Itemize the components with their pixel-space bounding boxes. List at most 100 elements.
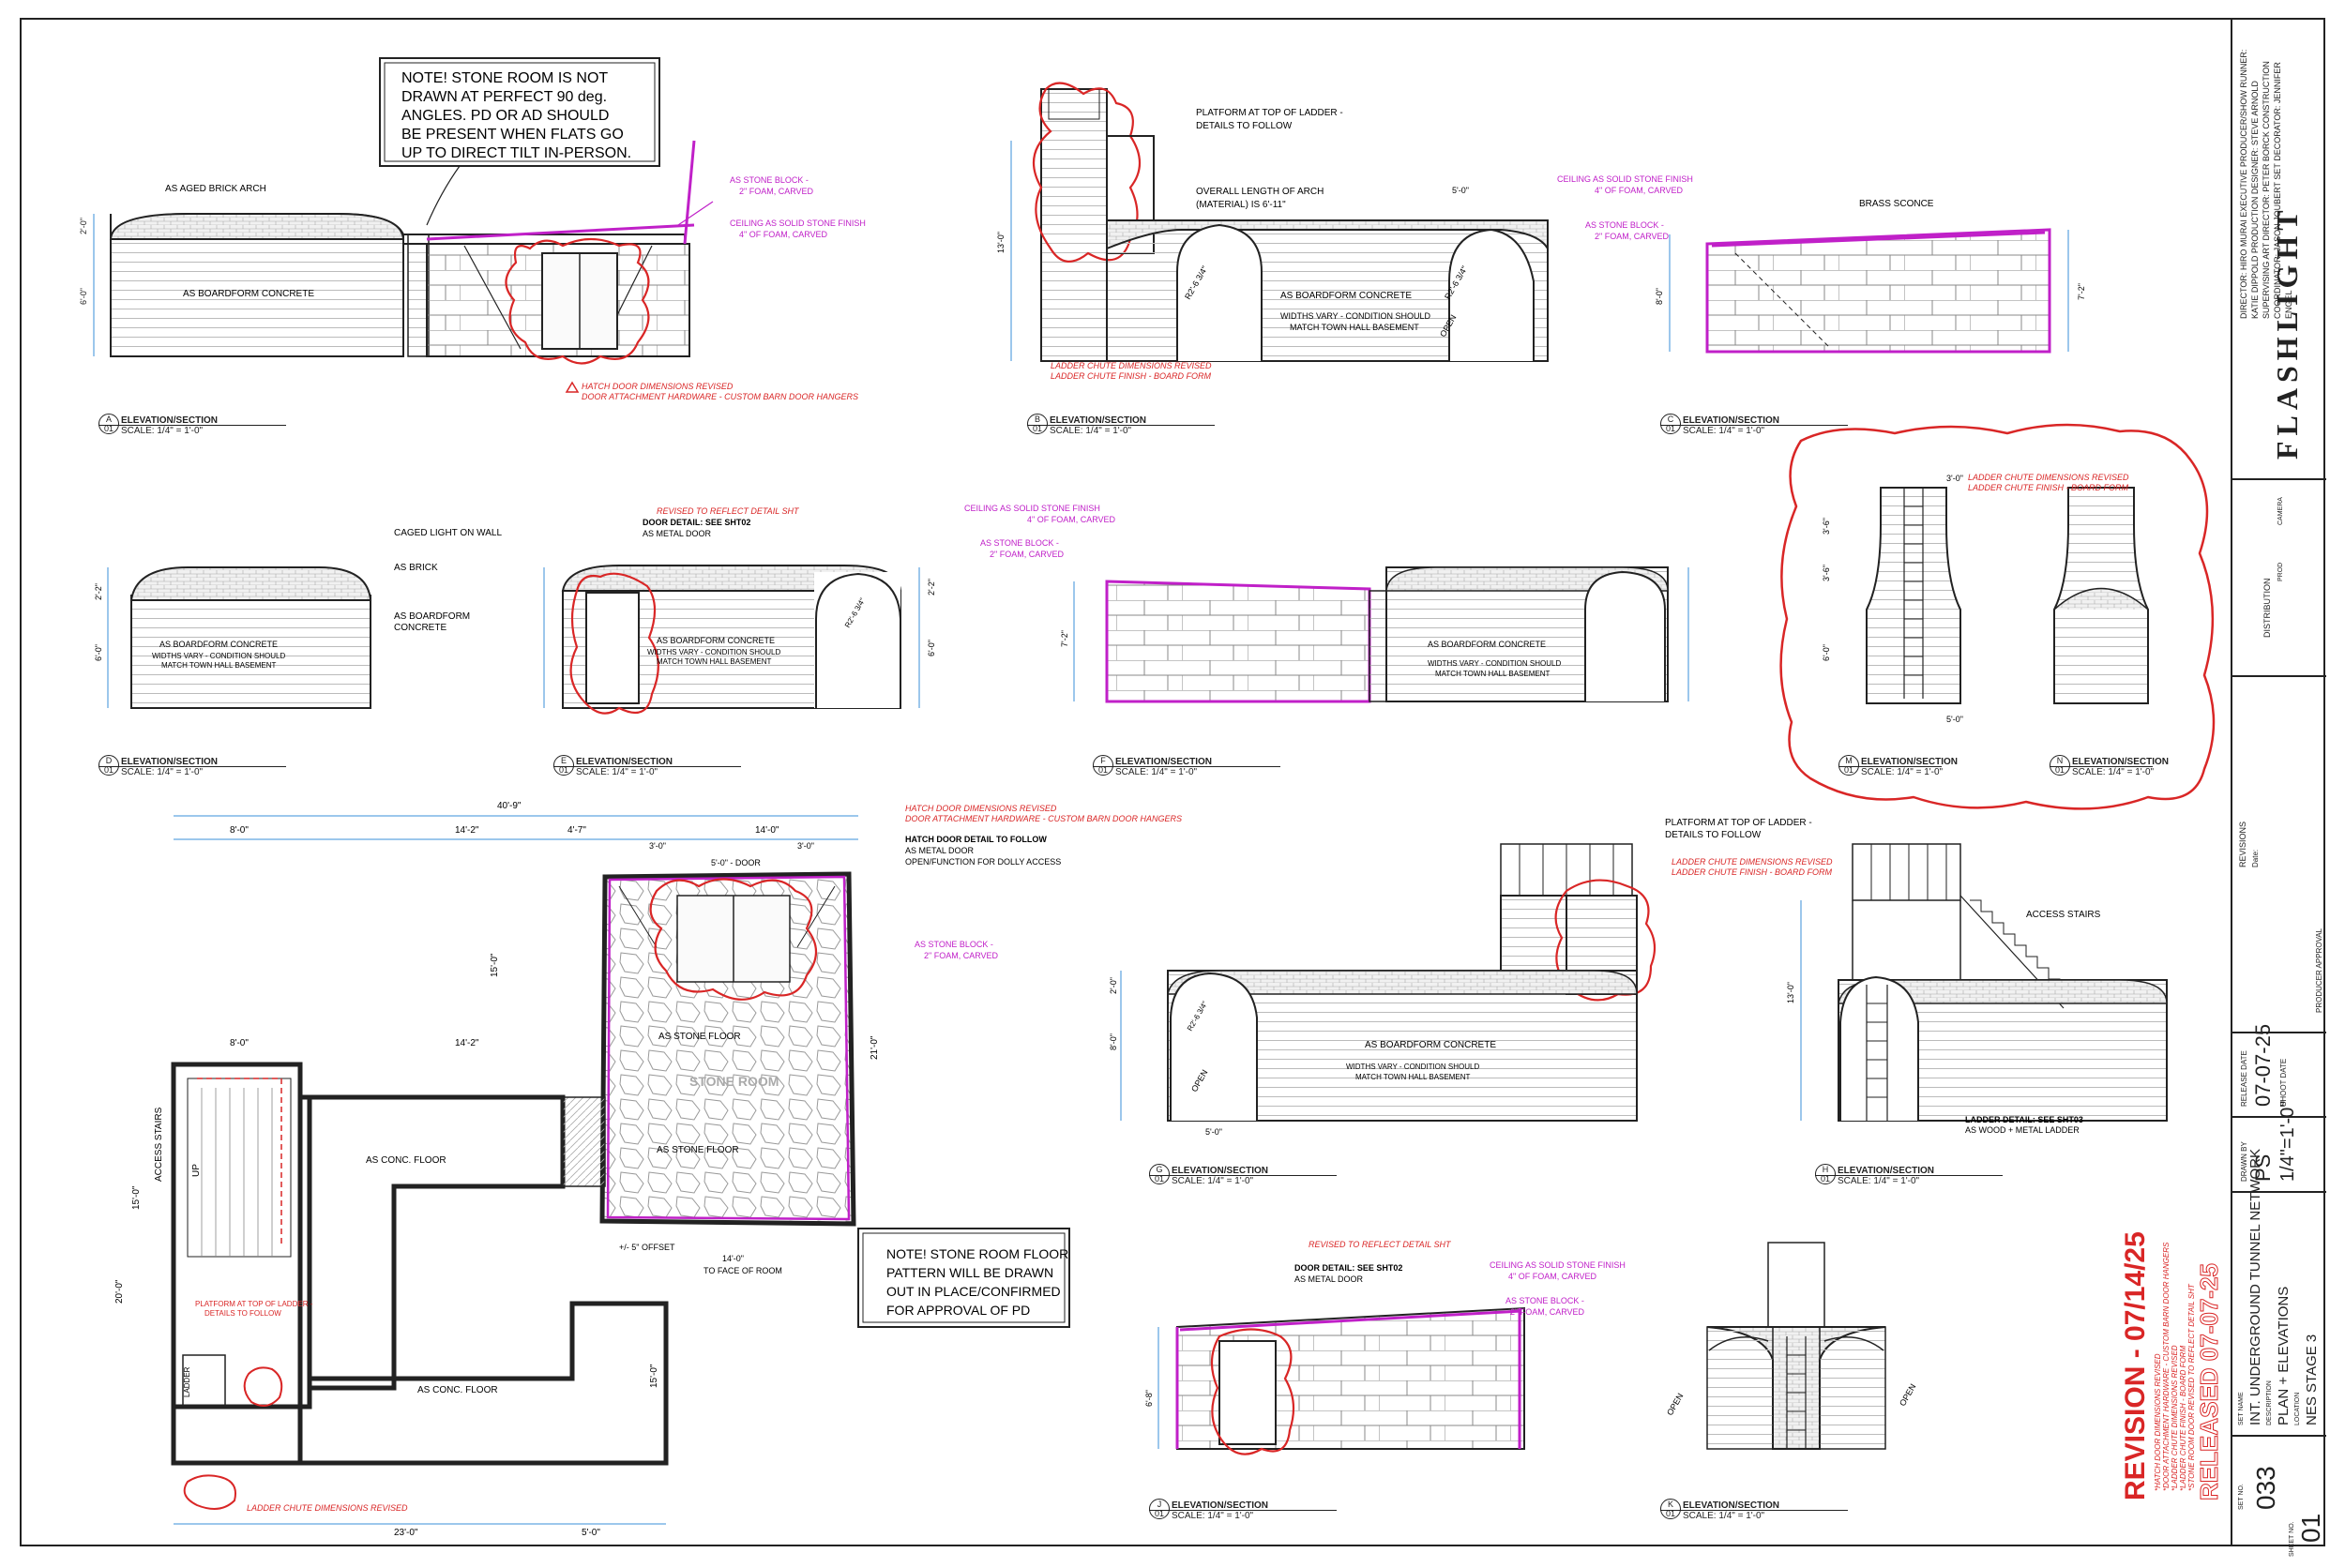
svg-text:23'-0": 23'-0" — [394, 1528, 418, 1538]
svg-text:4'-7": 4'-7" — [567, 825, 586, 836]
svg-text:AS STONE FLOOR: AS STONE FLOOR — [657, 1145, 739, 1155]
svg-text:PLATFORM AT TOP OF LADDER -: PLATFORM AT TOP OF LADDER - — [1196, 108, 1343, 118]
view-scale: SCALE: 1/4" = 1'-0" — [121, 767, 204, 777]
svg-text:13'-0": 13'-0" — [1786, 982, 1795, 1003]
view-scale: SCALE: 1/4" = 1'-0" — [2072, 767, 2155, 777]
view-title: ELEVATION/SECTION — [1050, 415, 1146, 426]
distribution-label: DISTRIBUTION — [2262, 578, 2272, 638]
elevation-a: 2'-0" 6'-0" AS AGED BRICK ARCH AS BOARDF… — [79, 140, 866, 401]
svg-text:STONE ROOM: STONE ROOM — [689, 1074, 779, 1089]
svg-text:CONCRETE: CONCRETE — [394, 623, 446, 633]
svg-text:OPEN/FUNCTION FOR DOLLY ACCESS: OPEN/FUNCTION FOR DOLLY ACCESS — [905, 857, 1061, 867]
svg-text:AS STONE BLOCK -: AS STONE BLOCK - — [915, 940, 993, 949]
elevation-k: OPEN OPEN — [1665, 1242, 1917, 1450]
view-scale: SCALE: 1/4" = 1'-0" — [1050, 426, 1132, 436]
svg-text:UP TO DIRECT TILT IN-PERSON.: UP TO DIRECT TILT IN-PERSON. — [401, 145, 631, 161]
drawing-scale: 1/4"=1'-0" — [2277, 1100, 2298, 1182]
note-floor-pattern: NOTE! STONE ROOM FLOOR PATTERN WILL BE D… — [857, 1228, 1070, 1328]
svg-text:3'-6": 3'-6" — [1822, 518, 1831, 535]
set-number: 033 — [2251, 1466, 2280, 1510]
svg-text:MATCH TOWN HALL BASEMENT: MATCH TOWN HALL BASEMENT — [1355, 1073, 1471, 1081]
view-scale: SCALE: 1/4" = 1'-0" — [1861, 767, 1944, 777]
svg-text:DOOR DETAIL: SEE SHT02: DOOR DETAIL: SEE SHT02 — [643, 518, 750, 527]
shoot-date-label: SHOOT DATE — [2279, 1058, 2288, 1107]
set-no-label: SET NO. — [2238, 1484, 2245, 1510]
svg-text:3'-0": 3'-0" — [797, 841, 814, 851]
svg-text:20'-0": 20'-0" — [114, 1279, 125, 1304]
view-title: ELEVATION/SECTION — [1172, 1166, 1268, 1176]
svg-text:PATTERN WILL BE DRAWN: PATTERN WILL BE DRAWN — [886, 1265, 1053, 1280]
set-name: INT. UNDERGROUND TUNNEL NETWORK — [2247, 1148, 2263, 1425]
revision-line: *HATCH DOOR DIMENSIONS REVISED — [2154, 1353, 2162, 1491]
svg-text:TO FACE OF ROOM: TO FACE OF ROOM — [704, 1266, 782, 1275]
svg-text:AS BOARDFORM CONCRETE: AS BOARDFORM CONCRETE — [1365, 1040, 1496, 1050]
svg-text:14'-2": 14'-2" — [455, 1038, 479, 1048]
view-title: ELEVATION/SECTION — [1683, 1500, 1779, 1511]
svg-text:BRASS SCONCE: BRASS SCONCE — [1859, 199, 1934, 209]
svg-text:MATCH TOWN HALL BASEMENT: MATCH TOWN HALL BASEMENT — [1290, 323, 1419, 332]
svg-text:CEILING AS SOLID STONE FINISH: CEILING AS SOLID STONE FINISH — [964, 504, 1100, 513]
svg-text:14'-0": 14'-0" — [755, 825, 779, 836]
view-sheet: 01 — [2054, 765, 2065, 775]
svg-text:AS BOARDFORM CONCRETE: AS BOARDFORM CONCRETE — [1428, 640, 1546, 649]
svg-text:4" OF FOAM, CARVED: 4" OF FOAM, CARVED — [1508, 1272, 1597, 1281]
elevation-m-n: 3'-0" 5'-0" LADDER CHUTE DIMENSIONS REVI… — [1779, 423, 2216, 810]
svg-text:3'-0": 3'-0" — [649, 841, 666, 851]
svg-text:8'-0": 8'-0" — [1655, 288, 1664, 305]
svg-text:PLATFORM AT TOP OF LADDER -: PLATFORM AT TOP OF LADDER - — [1665, 818, 1812, 828]
svg-text:MATCH TOWN HALL BASEMENT: MATCH TOWN HALL BASEMENT — [657, 657, 772, 666]
svg-text:HATCH DOOR DETAIL TO FOLLOW: HATCH DOOR DETAIL TO FOLLOW — [905, 835, 1047, 844]
svg-text:ACCESS STAIRS: ACCESS STAIRS — [2026, 910, 2101, 920]
svg-text:NOTE! STONE ROOM IS NOT: NOTE! STONE ROOM IS NOT — [401, 70, 608, 86]
svg-text:2'-0": 2'-0" — [79, 218, 88, 234]
svg-text:5'-0": 5'-0" — [1205, 1127, 1222, 1137]
svg-text:LADDER CHUTE FINISH - BOARD FO: LADDER CHUTE FINISH - BOARD FORM — [1672, 867, 1833, 877]
location: NES STAGE 3 — [2304, 1334, 2320, 1425]
svg-text:AS BOARDFORM: AS BOARDFORM — [394, 611, 470, 622]
view-title: ELEVATION/SECTION — [576, 757, 673, 767]
svg-text:8'-0": 8'-0" — [1109, 1033, 1118, 1050]
view-sheet: 01 — [1665, 1509, 1675, 1518]
svg-text:6'-0": 6'-0" — [94, 644, 103, 661]
view-scale: SCALE: 1/4" = 1'-0" — [1838, 1176, 1920, 1186]
svg-text:WIDTHS VARY - CONDITION SHOULD: WIDTHS VARY - CONDITION SHOULD — [1428, 659, 1561, 668]
view-sheet: 01 — [1097, 765, 1108, 775]
svg-text:AS BOARDFORM CONCRETE: AS BOARDFORM CONCRETE — [183, 289, 314, 299]
svg-text:AS STONE FLOOR: AS STONE FLOOR — [658, 1032, 741, 1042]
svg-text:HATCH DOOR DIMENSIONS REVISED: HATCH DOOR DIMENSIONS REVISED — [582, 382, 734, 391]
svg-text:ANGLES. PD OR AD SHOULD: ANGLES. PD OR AD SHOULD — [401, 108, 609, 124]
svg-text:15'-0": 15'-0" — [649, 1364, 659, 1388]
elevation-g: R2'-6 3/4" OPEN AS BOARDFORM CONCRETE WI… — [1109, 818, 1833, 1137]
note-stone-room: NOTE! STONE ROOM IS NOT DRAWN AT PERFECT… — [379, 57, 660, 226]
svg-text:4" OF FOAM, CARVED: 4" OF FOAM, CARVED — [739, 230, 828, 239]
svg-text:6'-0": 6'-0" — [927, 640, 936, 656]
svg-text:AS CONC. FLOOR: AS CONC. FLOOR — [366, 1155, 446, 1166]
svg-text:WIDTHS VARY - CONDITION SHOULD: WIDTHS VARY - CONDITION SHOULD — [1280, 311, 1431, 321]
svg-text:MATCH TOWN HALL BASEMENT: MATCH TOWN HALL BASEMENT — [161, 661, 277, 670]
view-sheet: 01 — [103, 765, 113, 775]
view-letter: A — [105, 415, 112, 424]
view-letter: D — [105, 756, 113, 765]
revision-line: *LADDER CHUTE DIMENSIONS REVISED — [2171, 1345, 2179, 1491]
svg-text:LADDER CHUTE DIMENSIONS REVISE: LADDER CHUTE DIMENSIONS REVISED — [1672, 857, 1833, 867]
view-title: ELEVATION/SECTION — [121, 415, 218, 426]
view-sheet: 01 — [1665, 424, 1675, 433]
view-letter: H — [1822, 1165, 1829, 1174]
elevation-c: CEILING AS SOLID STONE FINISH 4" OF FOAM… — [1557, 174, 2086, 354]
svg-text:15'-0": 15'-0" — [131, 1185, 142, 1210]
svg-text:3'-6": 3'-6" — [1822, 565, 1831, 581]
flashlight-logo: FLASHLIGHT — [2270, 204, 2304, 460]
svg-text:AS METAL DOOR: AS METAL DOOR — [643, 529, 712, 538]
svg-text:DETAILS TO FOLLOW: DETAILS TO FOLLOW — [1665, 830, 1762, 840]
svg-text:2" FOAM, CARVED: 2" FOAM, CARVED — [1595, 232, 1670, 241]
svg-text:UP: UP — [191, 1164, 202, 1177]
svg-text:OVERALL LENGTH OF ARCH: OVERALL LENGTH OF ARCH — [1196, 187, 1324, 197]
